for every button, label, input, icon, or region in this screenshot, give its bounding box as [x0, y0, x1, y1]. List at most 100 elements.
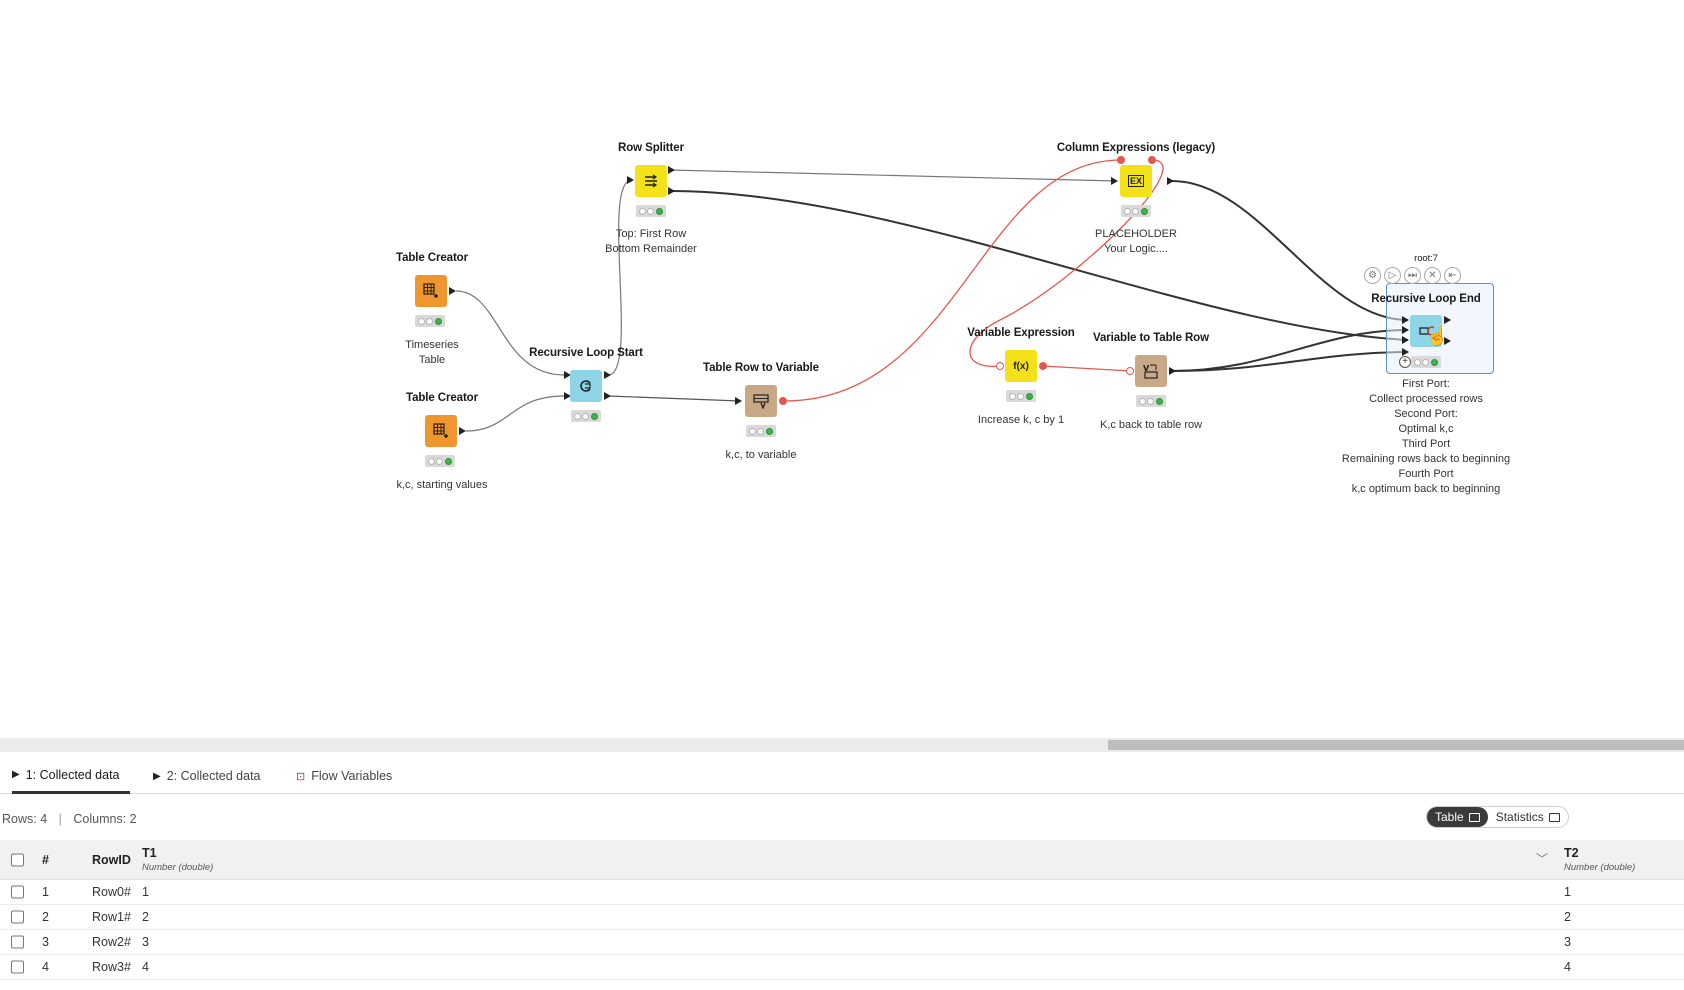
- wire-tc1-loopstart: [455, 290, 565, 376]
- wire-row2var-colexpr: [783, 159, 1122, 402]
- table-row[interactable]: 1 Row0# 1 1: [0, 880, 1684, 905]
- play-icon[interactable]: ▷: [1384, 267, 1401, 284]
- tab-label: 1: Collected data: [25, 767, 120, 782]
- header-rowid[interactable]: RowID: [92, 853, 131, 867]
- input-port[interactable]: [564, 371, 571, 379]
- node-annotation[interactable]: k,c, to variable: [725, 449, 797, 461]
- input-port[interactable]: [1111, 177, 1118, 185]
- reset-icon[interactable]: ⇤: [1444, 267, 1461, 284]
- variable-input-port[interactable]: [996, 362, 1004, 370]
- row-checkbox[interactable]: [11, 885, 24, 899]
- table-view-button[interactable]: Table: [1427, 807, 1488, 827]
- output-port[interactable]: [1167, 177, 1174, 185]
- variable-output-port[interactable]: [779, 397, 787, 405]
- table-row[interactable]: 3 Row2# 3 3: [0, 930, 1684, 955]
- node-title-table-row-to-variable[interactable]: Table Row to Variable: [703, 362, 819, 374]
- input-port[interactable]: [1402, 348, 1409, 356]
- node-status-traffic-light: [571, 410, 601, 422]
- input-port[interactable]: [735, 397, 742, 405]
- add-port-icon[interactable]: +: [1399, 356, 1411, 368]
- table-row[interactable]: 2 Row1# 2 2: [0, 905, 1684, 930]
- output-port[interactable]: [449, 287, 456, 295]
- variable-to-row-icon[interactable]: V: [1135, 355, 1167, 387]
- statistics-view-button[interactable]: Statistics: [1488, 807, 1568, 827]
- tab-flow-variables[interactable]: ⊡Flow Variables: [296, 758, 392, 794]
- wire-splitter-loopend-3: [669, 190, 1409, 341]
- fx-expression-icon[interactable]: EX: [1120, 165, 1152, 197]
- input-port[interactable]: [1402, 316, 1409, 324]
- tab-collected-data-2[interactable]: ▶2: Collected data: [153, 758, 261, 794]
- variable-input-port[interactable]: [1117, 156, 1125, 164]
- wire-colexpr-varexpr: [969, 159, 1164, 367]
- node-annotation[interactable]: K,c back to table row: [1099, 419, 1203, 431]
- column-count: Columns: 2: [73, 812, 137, 826]
- step-icon[interactable]: ⏭: [1404, 267, 1421, 284]
- output-port-top[interactable]: [668, 166, 675, 174]
- statistics-view-label: Statistics: [1495, 810, 1544, 824]
- output-port[interactable]: [459, 427, 466, 435]
- gear-icon[interactable]: ⚙: [1364, 267, 1381, 284]
- node-title-variable-expression[interactable]: Variable Expression: [967, 327, 1075, 339]
- row-to-variable-icon[interactable]: [745, 385, 777, 417]
- node-annotation[interactable]: First Port: Collect processed rows Secon…: [1341, 378, 1511, 495]
- node-title-table-creator-2[interactable]: Table Creator: [406, 392, 478, 404]
- node-annotation[interactable]: Top: First Row Bottom Remainder: [605, 228, 697, 255]
- detach-icon: [1468, 812, 1480, 822]
- node-status-traffic-light: [1121, 205, 1151, 217]
- variable-output-port[interactable]: [1148, 156, 1156, 164]
- chevron-down-icon[interactable]: ﹀: [1536, 852, 1549, 866]
- cell-t1: 1: [142, 885, 149, 899]
- header-t1[interactable]: T1: [142, 846, 157, 860]
- row-checkbox[interactable]: [11, 910, 24, 924]
- loop-start-icon[interactable]: [570, 370, 602, 402]
- workflow-canvas[interactable]: Table Creator Timeseries Table Table Cre…: [0, 0, 1684, 738]
- f-of-x-icon[interactable]: f(x): [1005, 350, 1037, 382]
- variable-output-port[interactable]: [1039, 362, 1047, 370]
- output-port-bottom[interactable]: [668, 187, 675, 195]
- node-annotation[interactable]: Increase k, c by 1: [977, 414, 1065, 426]
- input-port[interactable]: [1402, 336, 1409, 344]
- node-id-label: root:7: [1414, 253, 1438, 264]
- output-port[interactable]: [1444, 337, 1451, 345]
- node-title-row-splitter[interactable]: Row Splitter: [618, 142, 684, 154]
- header-t2-type: Number (double): [1564, 862, 1636, 873]
- row-index: 1: [42, 885, 49, 899]
- row-checkbox[interactable]: [11, 935, 24, 949]
- header-t1-type: Number (double): [142, 862, 214, 873]
- table-plus-icon[interactable]: [415, 275, 447, 307]
- canvas-horizontal-scrollbar[interactable]: [0, 738, 1684, 752]
- output-port[interactable]: [1169, 367, 1176, 375]
- cell-t1: 3: [142, 935, 149, 949]
- scrollbar-thumb[interactable]: [1108, 740, 1684, 750]
- input-port[interactable]: [1402, 326, 1409, 334]
- node-title-column-expressions[interactable]: Column Expressions (legacy): [1056, 142, 1216, 154]
- output-port[interactable]: [604, 371, 611, 379]
- wire-splitter-colexpr: [669, 169, 1117, 182]
- input-port[interactable]: [627, 176, 634, 184]
- node-status-traffic-light: [1136, 395, 1166, 407]
- input-port[interactable]: [564, 392, 571, 400]
- node-title-variable-to-table-row[interactable]: Variable to Table Row: [1093, 332, 1209, 344]
- split-rows-icon[interactable]: [635, 165, 667, 197]
- tab-collected-data-1[interactable]: ▶1: Collected data: [12, 758, 130, 794]
- output-port[interactable]: [604, 392, 611, 400]
- variable-input-port[interactable]: [1126, 367, 1134, 375]
- detach-icon: [1548, 812, 1560, 822]
- row-checkbox[interactable]: [11, 960, 24, 974]
- row-index: 2: [42, 910, 49, 924]
- node-title-table-creator-1[interactable]: Table Creator: [396, 252, 468, 264]
- node-title-recursive-loop-end[interactable]: Recursive Loop End: [1371, 293, 1481, 305]
- table-plus-icon[interactable]: [425, 415, 457, 447]
- select-all-checkbox[interactable]: [11, 853, 24, 866]
- node-annotation[interactable]: k,c, starting values: [396, 479, 488, 491]
- loop-end-icon[interactable]: [1410, 315, 1442, 347]
- node-title-recursive-loop-start[interactable]: Recursive Loop Start: [529, 347, 643, 359]
- output-panel: ▶1: Collected data ▶2: Collected data ⊡F…: [0, 752, 1684, 990]
- node-annotation[interactable]: PLACEHOLDER Your Logic....: [1095, 228, 1177, 255]
- header-t2[interactable]: T2: [1564, 846, 1579, 860]
- table-row[interactable]: 4 Row3# 4 4: [0, 955, 1684, 980]
- node-annotation[interactable]: Timeseries Table: [405, 339, 459, 366]
- cancel-icon[interactable]: ✕: [1424, 267, 1441, 284]
- output-port[interactable]: [1444, 316, 1451, 324]
- table-view-label: Table: [1435, 810, 1464, 824]
